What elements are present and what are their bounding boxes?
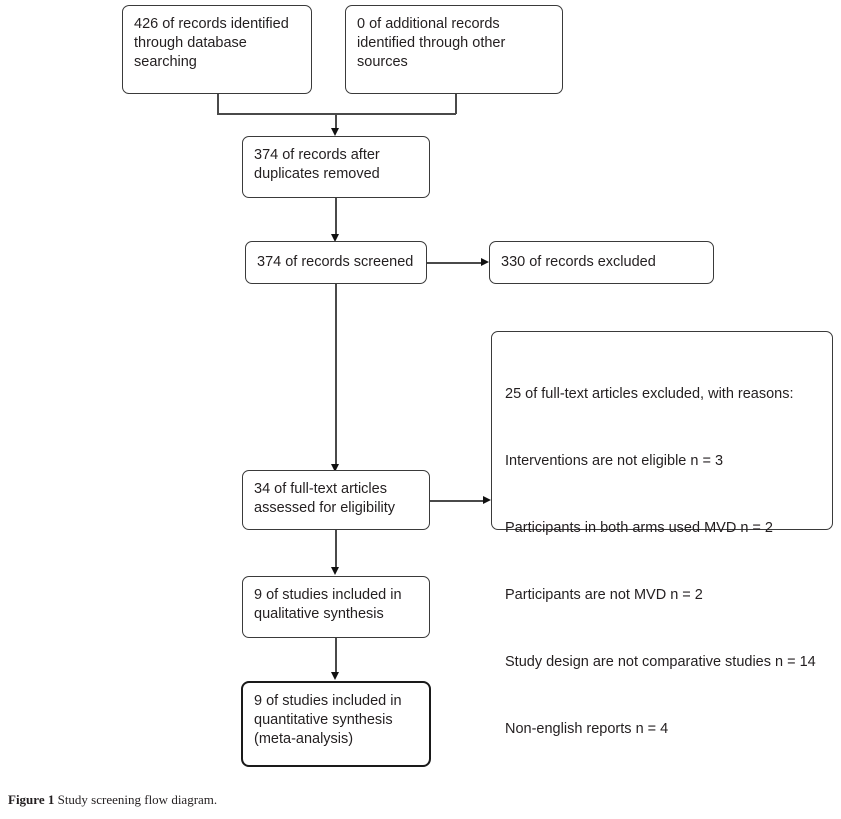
node-fulltext-exclusion-reasons: 25 of full-text articles excluded, with … [491, 331, 833, 737]
arrowhead-to-qualitative [331, 567, 339, 575]
connector-fulltext-to-qualitative [335, 530, 337, 569]
arrowhead-to-fulltext [331, 464, 339, 472]
exclusion-reason-item: Non-english reports n = 4 [505, 720, 669, 737]
exclusion-reason-item: Study design are not comparative studies… [505, 653, 816, 670]
node-included-quantitative: 9 of studies included in quantitative sy… [241, 681, 431, 767]
exclusion-reason-item: Interventions are not eligible n = 3 [505, 452, 724, 469]
connector-qualitative-to-quantitative [335, 638, 337, 675]
node-records-identified-other: 0 of additional records identified throu… [345, 5, 563, 94]
node-records-screened: 374 of records screened [245, 241, 427, 284]
node-records-identified-database: 426 of records identified through databa… [122, 5, 312, 94]
connector-fulltext-to-reasons [430, 500, 485, 502]
node-included-qualitative: 9 of studies included in qualitative syn… [242, 576, 430, 638]
connector-screened-to-fulltext [335, 284, 337, 467]
connector-merge-bar [217, 113, 456, 115]
exclusion-reasons-heading: 25 of full-text articles excluded, with … [505, 385, 794, 402]
figure-caption-text: Study screening flow diagram. [57, 792, 218, 807]
node-records-after-duplicates: 374 of records after duplicates removed [242, 136, 430, 198]
exclusion-reason-item: Participants are not MVD n = 2 [505, 586, 703, 603]
node-records-excluded: 330 of records excluded [489, 241, 714, 284]
arrowhead-to-screened [331, 234, 339, 242]
connector-duplicates-to-screened [335, 198, 337, 237]
arrowhead-to-reasons [483, 496, 491, 504]
connector-screened-to-excluded [427, 262, 483, 264]
node-fulltext-assessed: 34 of full-text articles assessed for el… [242, 470, 430, 530]
arrowhead-to-quantitative [331, 672, 339, 680]
arrowhead-to-excluded [481, 258, 489, 266]
arrowhead-to-duplicates [331, 128, 339, 136]
connector-identified-database-down [217, 94, 219, 114]
connector-identified-other-down [455, 94, 457, 114]
exclusion-reason-item: Participants in both arms used MVD n = 2 [505, 519, 773, 536]
connector-merge-to-duplicates [335, 113, 337, 132]
figure-caption-label: Figure 1 [8, 792, 55, 807]
figure-caption: Figure 1 Study screening flow diagram. [8, 792, 217, 808]
